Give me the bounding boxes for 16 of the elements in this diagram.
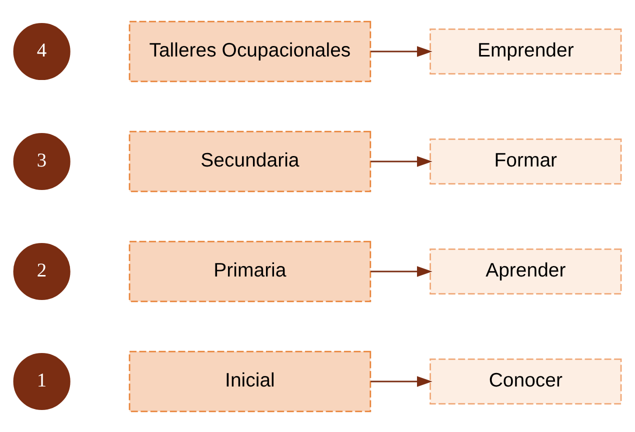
- node-box: Formar: [430, 138, 622, 184]
- node-circle: 2: [13, 242, 70, 300]
- node-box: Talleres Ocupacionales: [128, 20, 372, 82]
- node-box: Inicial: [128, 350, 372, 412]
- node-box: Primaria: [128, 240, 372, 302]
- node-circle: 3: [13, 132, 70, 190]
- arrow: [370, 156, 432, 166]
- node-circle: 4: [13, 22, 70, 80]
- node-box: Secundaria: [128, 130, 372, 192]
- node-box: Conocer: [430, 358, 622, 404]
- node-box: Aprender: [430, 248, 622, 294]
- arrow: [370, 46, 432, 56]
- arrow: [370, 266, 432, 276]
- arrow: [370, 376, 432, 386]
- node-circle: 1: [13, 352, 70, 410]
- node-box: Emprender: [430, 28, 622, 74]
